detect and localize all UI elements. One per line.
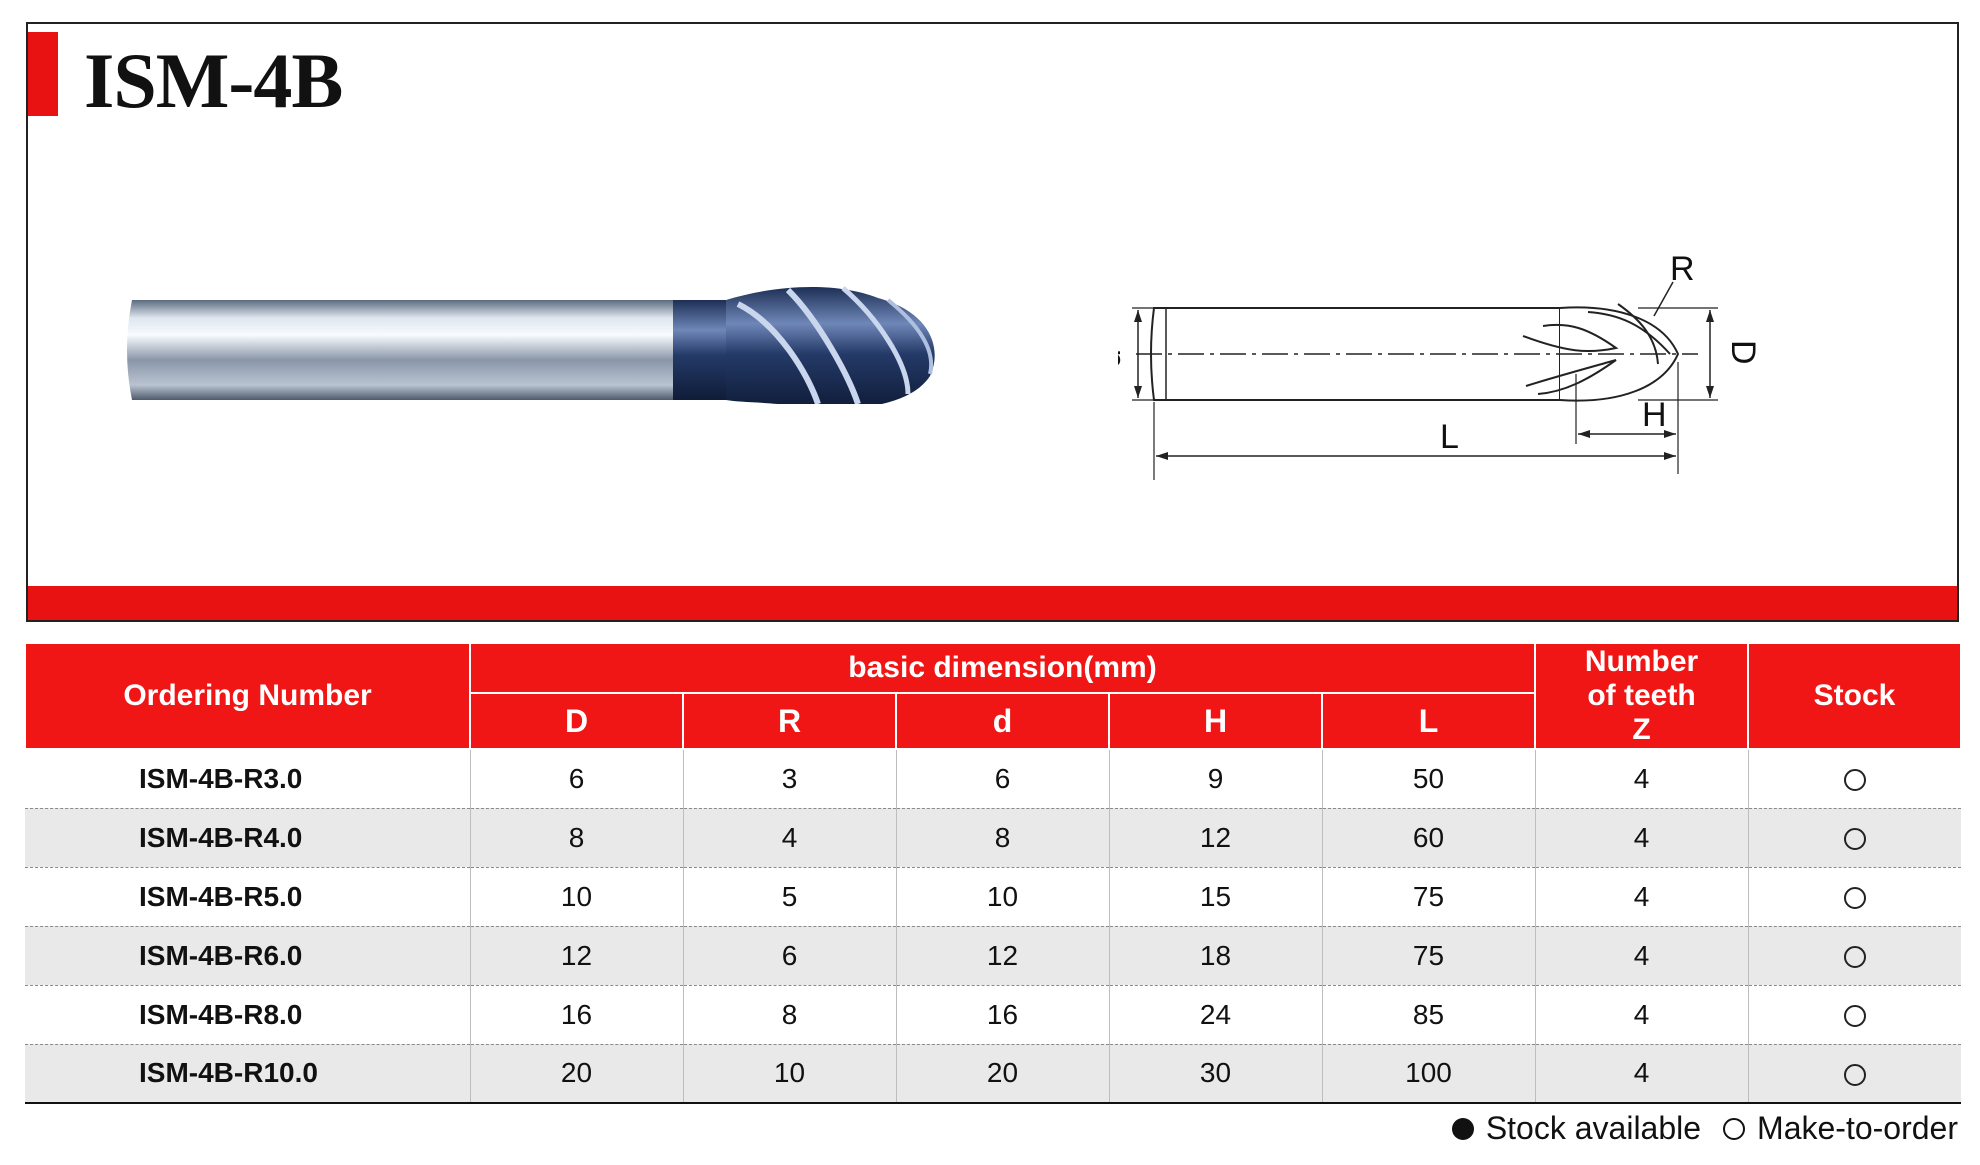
cell-D: 20 <box>469 1044 684 1104</box>
header-L: L <box>1320 692 1537 750</box>
cell-teeth: 4 <box>1534 985 1749 1045</box>
ordering-number: ISM-4B-R8.0 <box>25 985 471 1045</box>
ordering-number: ISM-4B-R4.0 <box>25 808 471 868</box>
spec-table: Ordering Number basic dimension(mm) Numb… <box>24 642 1963 1104</box>
spec-table-wrapper: Ordering Number basic dimension(mm) Numb… <box>24 642 1963 1104</box>
cell-stock <box>1747 808 1962 868</box>
legend-stock-available: Stock available <box>1485 1110 1702 1146</box>
cell-D: 10 <box>469 867 684 927</box>
cell-H: 18 <box>1108 926 1323 986</box>
make-to-order-icon <box>1843 1063 1866 1086</box>
title-accent-bar <box>28 32 58 116</box>
drawing-label-D: D <box>1724 340 1762 365</box>
cell-L: 100 <box>1321 1044 1536 1104</box>
cell-d: 6 <box>895 749 1110 809</box>
cell-D: 6 <box>469 749 684 809</box>
cell-L: 75 <box>1321 867 1536 927</box>
make-to-order-icon <box>1843 769 1866 792</box>
stock-legend: Stock available Make-to-order <box>1451 1110 1958 1147</box>
legend-make-to-order: Make-to-order <box>1757 1110 1958 1146</box>
drawing-label-L: L <box>1440 418 1459 456</box>
header-stock: Stock <box>1747 642 1963 750</box>
cell-R: 6 <box>682 926 897 986</box>
cell-D: 16 <box>469 985 684 1045</box>
drawing-label-R: R <box>1670 250 1695 288</box>
cell-L: 85 <box>1321 985 1536 1045</box>
ordering-number: ISM-4B-R3.0 <box>25 749 471 809</box>
drawing-label-d: d <box>1118 349 1128 368</box>
cell-D: 12 <box>469 926 684 986</box>
cell-H: 15 <box>1108 867 1323 927</box>
cell-teeth: 4 <box>1534 926 1749 986</box>
cell-d: 12 <box>895 926 1110 986</box>
header-basic-dimension: basic dimension(mm) <box>468 642 1537 694</box>
header-d: d <box>895 692 1110 750</box>
table-row: ISM-4B-R5.0 10 5 10 15 75 4 <box>25 867 1962 927</box>
cell-teeth: 4 <box>1534 1044 1749 1104</box>
end-mill-photo <box>127 286 935 404</box>
table-row: ISM-4B-R8.0 16 8 16 24 85 4 <box>25 985 1962 1045</box>
cell-stock <box>1747 1044 1962 1104</box>
drawing-label-H: H <box>1642 396 1667 434</box>
ordering-number: ISM-4B-R5.0 <box>25 867 471 927</box>
header-teeth: Number of teeth Z <box>1534 642 1750 750</box>
make-to-order-icon <box>1843 887 1866 910</box>
cell-stock <box>1747 985 1962 1045</box>
cell-H: 30 <box>1108 1044 1323 1104</box>
cell-teeth: 4 <box>1534 808 1749 868</box>
cell-D: 8 <box>469 808 684 868</box>
cell-d: 16 <box>895 985 1110 1045</box>
panel-bottom-band <box>28 586 1957 620</box>
table-row: ISM-4B-R4.0 8 4 8 12 60 4 <box>25 808 1962 868</box>
cell-H: 9 <box>1108 749 1323 809</box>
make-to-order-icon <box>1843 1005 1866 1028</box>
header-D: D <box>469 692 684 750</box>
cell-teeth: 4 <box>1534 749 1749 809</box>
cell-d: 8 <box>895 808 1110 868</box>
table-row: ISM-4B-R10.0 20 10 20 30 100 4 <box>25 1044 1962 1104</box>
cell-d: 10 <box>895 867 1110 927</box>
cell-L: 75 <box>1321 926 1536 986</box>
make-to-order-icon <box>1723 1117 1746 1140</box>
cell-d: 20 <box>895 1044 1110 1104</box>
table-row: ISM-4B-R3.0 6 3 6 9 50 4 <box>25 749 1962 809</box>
header-H: H <box>1108 692 1323 750</box>
make-to-order-icon <box>1843 828 1866 851</box>
ordering-number: ISM-4B-R6.0 <box>25 926 471 986</box>
cell-R: 10 <box>682 1044 897 1104</box>
cell-stock <box>1747 926 1962 986</box>
product-panel: ISM-4B <box>26 22 1959 622</box>
cell-L: 50 <box>1321 749 1536 809</box>
cell-R: 5 <box>682 867 897 927</box>
cell-R: 3 <box>682 749 897 809</box>
cell-R: 8 <box>682 985 897 1045</box>
cell-H: 24 <box>1108 985 1323 1045</box>
header-ordering-number: Ordering Number <box>24 642 471 750</box>
header-R: R <box>682 692 897 750</box>
table-row: ISM-4B-R6.0 12 6 12 18 75 4 <box>25 926 1962 986</box>
ordering-number: ISM-4B-R10.0 <box>25 1044 471 1104</box>
cell-R: 4 <box>682 808 897 868</box>
dimension-drawing: R D d H L <box>1118 250 1762 480</box>
cell-L: 60 <box>1321 808 1536 868</box>
cell-stock <box>1747 867 1962 927</box>
cell-H: 12 <box>1108 808 1323 868</box>
product-title: ISM-4B <box>84 37 343 124</box>
stock-available-icon <box>1451 1117 1474 1140</box>
make-to-order-icon <box>1843 946 1866 969</box>
cell-stock <box>1747 749 1962 809</box>
cell-teeth: 4 <box>1534 867 1749 927</box>
